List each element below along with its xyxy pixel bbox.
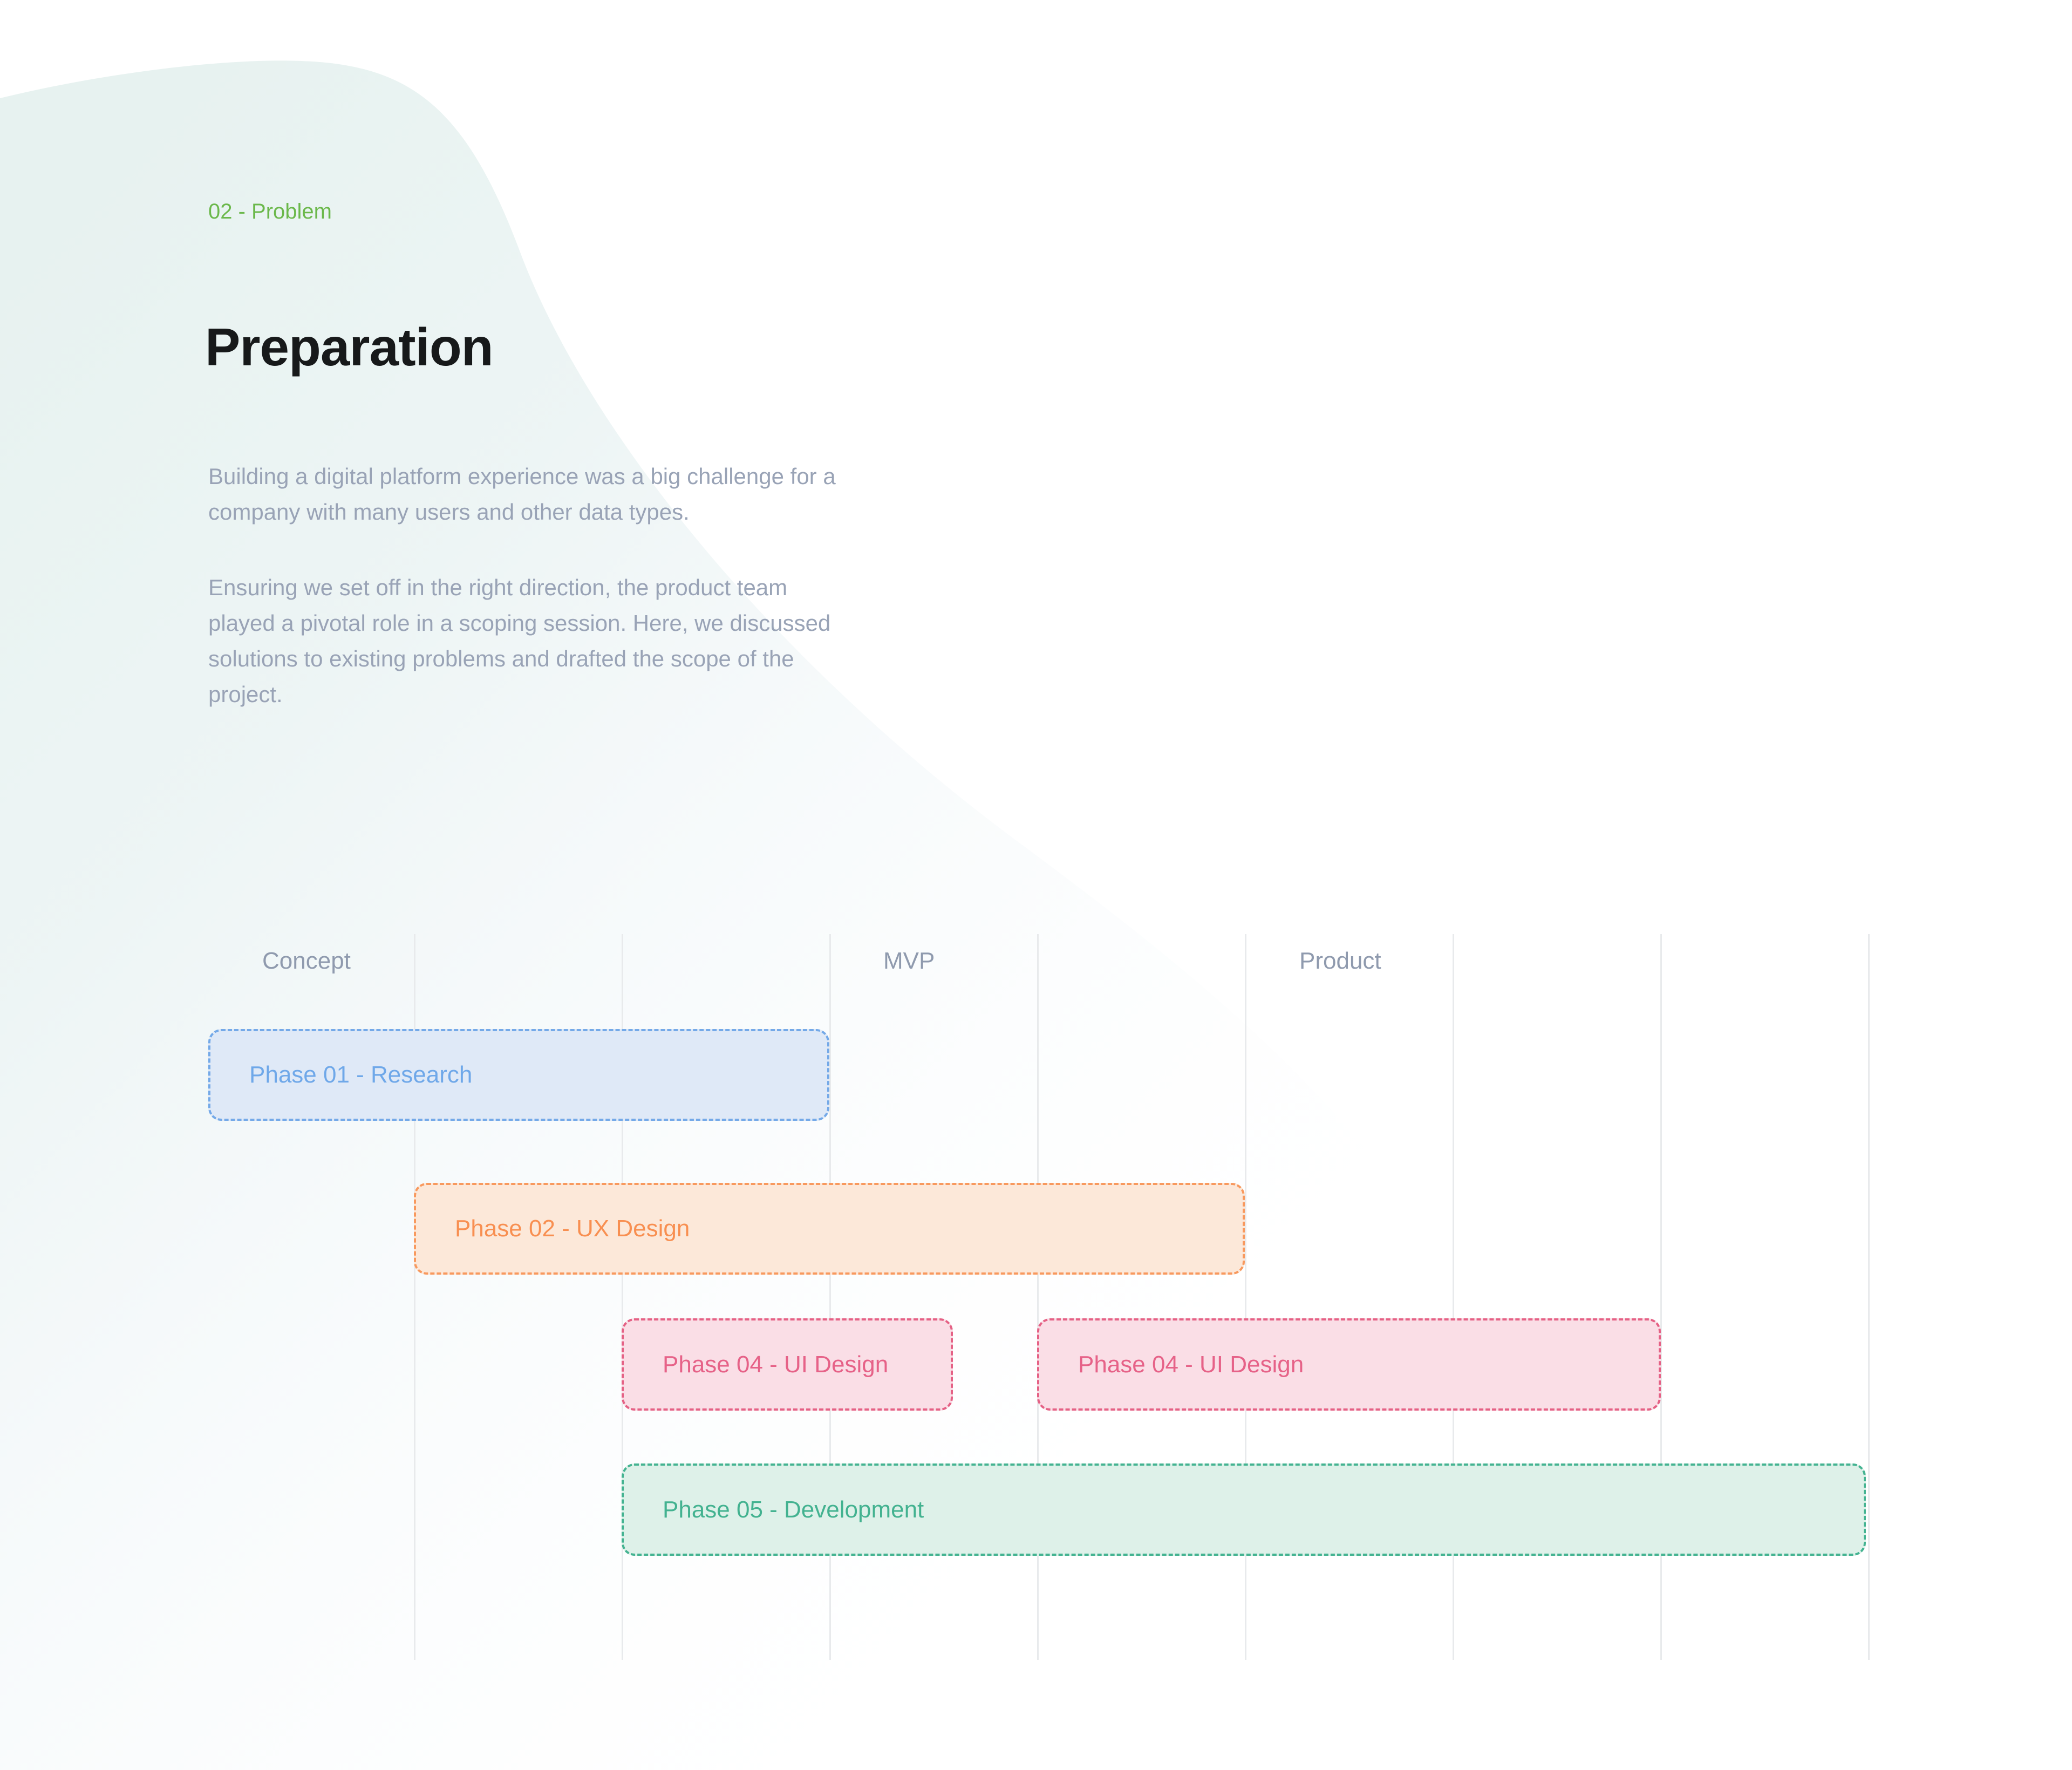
phase-bar: Phase 05 - Development	[622, 1463, 1866, 1556]
milestone-label-concept: Concept	[262, 948, 351, 974]
section-paragraph-2: Ensuring we set off in the right directi…	[208, 575, 831, 707]
phase-bar-label: Phase 04 - UI Design	[663, 1351, 889, 1378]
section-paragraph-1: Building a digital platform experience w…	[208, 464, 836, 525]
phase-bar: Phase 01 - Research	[208, 1029, 829, 1121]
phase-bar: Phase 04 - UI Design	[1037, 1318, 1661, 1411]
section-eyebrow: 02 - Problem	[208, 200, 332, 223]
phase-bar-label: Phase 04 - UI Design	[1078, 1351, 1304, 1378]
milestone-label-product: Product	[1299, 948, 1381, 974]
phase-bar-label: Phase 05 - Development	[663, 1496, 924, 1523]
phase-bar: Phase 02 - UX Design	[414, 1183, 1245, 1275]
timeline-gridline	[1868, 934, 1870, 1660]
section-title: Preparation	[205, 317, 494, 377]
milestone-label-mvp: MVP	[883, 948, 935, 974]
phase-bar-label: Phase 01 - Research	[249, 1061, 473, 1088]
phase-bar: Phase 04 - UI Design	[622, 1318, 953, 1411]
phase-bar-label: Phase 02 - UX Design	[455, 1215, 690, 1242]
